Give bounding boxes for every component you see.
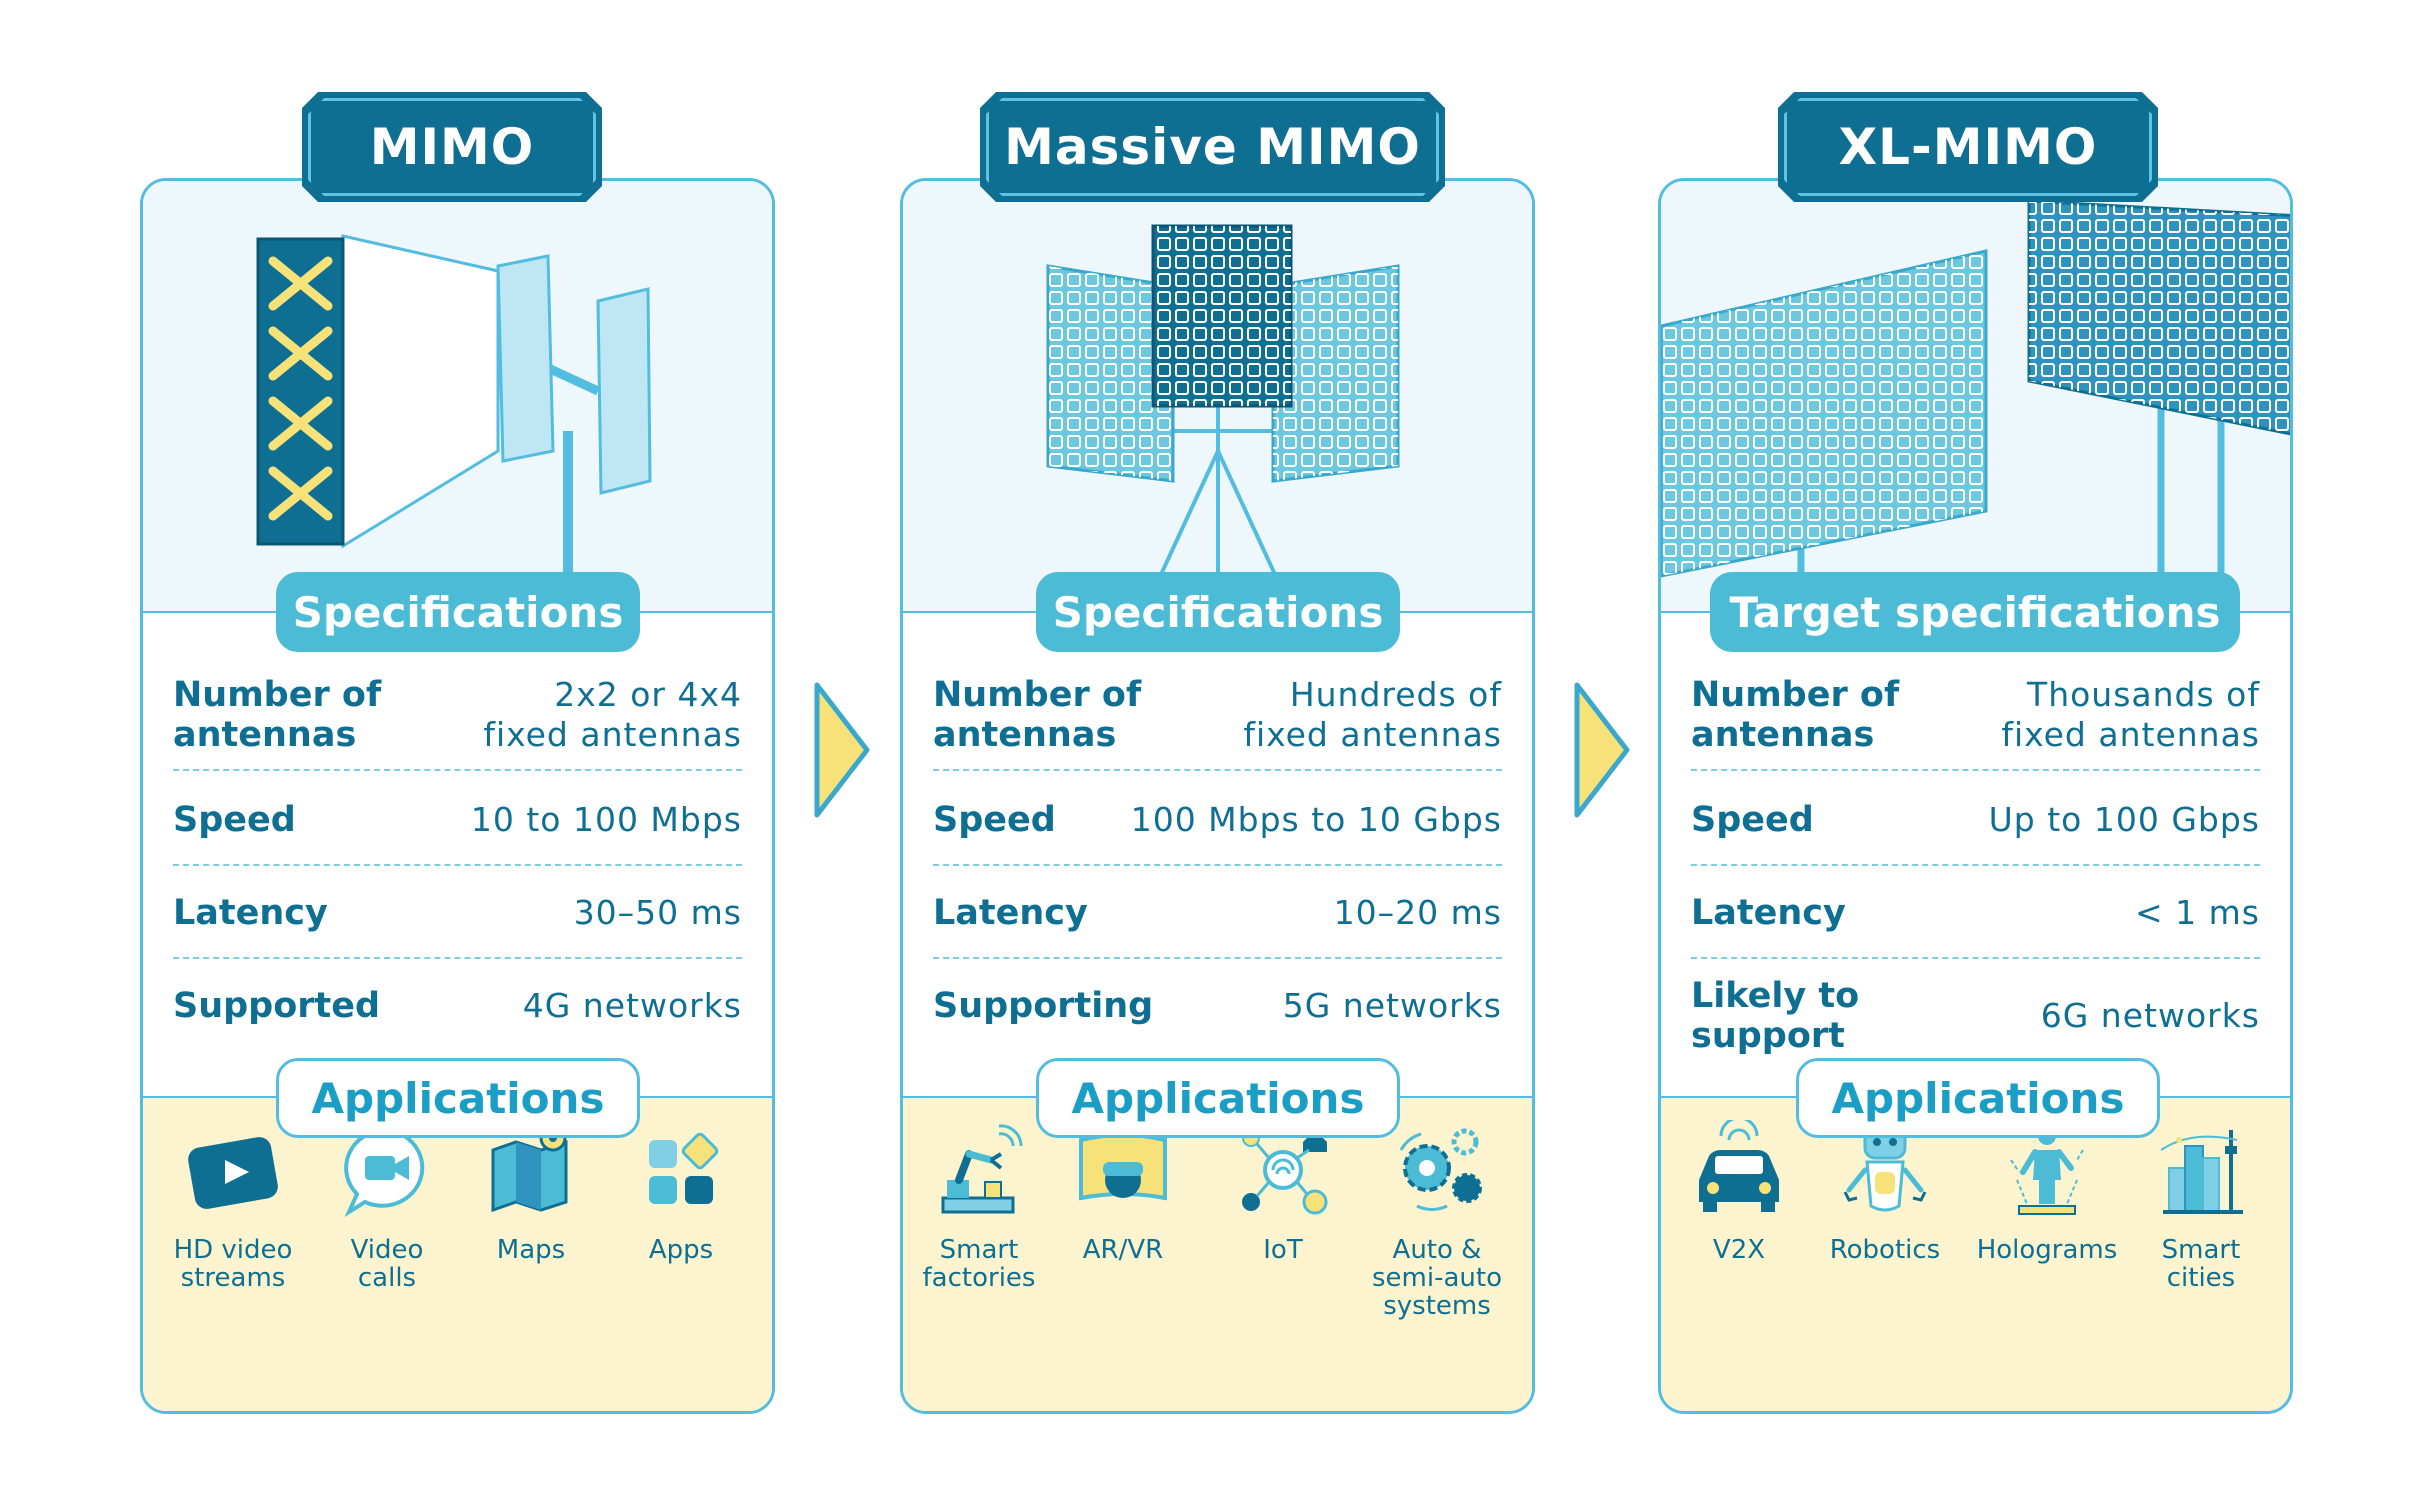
app-label: AR/VR bbox=[1082, 1235, 1164, 1265]
spec-row-antennas: Number of antennas Hundreds of fixed ant… bbox=[933, 661, 1502, 771]
app-smart-cities: Smart cities bbox=[2126, 1120, 2276, 1292]
mimo-illustration bbox=[143, 181, 772, 613]
robot-arm-icon bbox=[941, 1124, 1023, 1214]
spec-row-networks: Supporting 5G networks bbox=[933, 961, 1502, 1051]
gears-icon bbox=[1399, 1128, 1482, 1211]
massive-mimo-illustration bbox=[903, 181, 1532, 613]
app-smart-factories: Smart factories bbox=[904, 1120, 1054, 1292]
app-label: Smart cities bbox=[2161, 1235, 2241, 1293]
app-label: Apps bbox=[648, 1235, 714, 1265]
title-massive-mimo: Massive MIMO bbox=[980, 92, 1445, 202]
massive-mimo-antenna-illustration bbox=[1046, 224, 1400, 582]
app-hd-video: HD video streams bbox=[158, 1120, 308, 1292]
spec-label: Speed bbox=[1691, 800, 1814, 840]
app-header-xl-mimo: Applications bbox=[1796, 1058, 2160, 1138]
spec-label: Latency bbox=[933, 893, 1088, 933]
spec-value: Hundreds of fixed antennas bbox=[1243, 675, 1502, 754]
spec-value: 10 to 100 Mbps bbox=[470, 800, 742, 839]
app-video-calls: Video calls bbox=[312, 1120, 462, 1292]
spec-value: 5G networks bbox=[1282, 986, 1502, 1025]
hologram-icon bbox=[2010, 1127, 2084, 1215]
spec-row-antennas: Number of antennas Thousands of fixed an… bbox=[1691, 661, 2260, 771]
video-call-icon bbox=[344, 1127, 425, 1218]
spec-label: Latency bbox=[1691, 893, 1846, 933]
title-mimo: MIMO bbox=[302, 92, 602, 202]
spec-label: Speed bbox=[933, 800, 1056, 840]
spec-label: Speed bbox=[173, 800, 296, 840]
spec-value: 100 Mbps to 10 Gbps bbox=[1130, 800, 1502, 839]
app-v2x: V2X bbox=[1664, 1120, 1814, 1264]
app-maps: Maps bbox=[456, 1120, 606, 1264]
app-label: Maps bbox=[496, 1235, 566, 1265]
app-label: Smart factories bbox=[922, 1235, 1036, 1293]
iot-icon bbox=[1242, 1129, 1328, 1215]
chevron-right-icon bbox=[1574, 682, 1630, 818]
xl-mimo-illustration bbox=[1661, 181, 2290, 613]
app-label: Video calls bbox=[350, 1235, 424, 1293]
city-icon bbox=[2160, 1130, 2243, 1214]
spec-label: Number of antennas bbox=[173, 675, 382, 755]
spec-value: 30–50 ms bbox=[573, 893, 742, 932]
app-label: Holograms bbox=[1976, 1235, 2118, 1265]
spec-label: Supported bbox=[173, 986, 381, 1026]
spec-value: 4G networks bbox=[522, 986, 742, 1025]
spec-label: Latency bbox=[173, 893, 328, 933]
app-robotics: Robotics bbox=[1810, 1120, 1960, 1264]
app-apps: Apps bbox=[606, 1120, 756, 1264]
spec-row-speed: Speed 100 Mbps to 10 Gbps bbox=[933, 776, 1502, 866]
car-icon bbox=[1699, 1120, 1779, 1212]
video-stream-icon bbox=[188, 1137, 278, 1209]
app-holograms: Holograms bbox=[1972, 1120, 2122, 1264]
apps-icon bbox=[649, 1132, 719, 1204]
app-auto-systems: Auto & semi-auto systems bbox=[1362, 1120, 1512, 1320]
app-ar-vr: AR/VR bbox=[1048, 1120, 1198, 1264]
spec-value: 10–20 ms bbox=[1333, 893, 1502, 932]
app-label: IoT bbox=[1263, 1235, 1303, 1265]
spec-row-antennas: Number of antennas 2x2 or 4x4 fixed ante… bbox=[173, 661, 742, 771]
vr-headset-icon bbox=[1079, 1133, 1167, 1201]
xl-mimo-antenna-illustration bbox=[1661, 199, 2290, 613]
app-iot: IoT bbox=[1208, 1120, 1358, 1264]
spec-value: 6G networks bbox=[2040, 996, 2260, 1035]
spec-row-latency: Latency < 1 ms bbox=[1691, 869, 2260, 959]
spec-row-networks: Likely to support 6G networks bbox=[1691, 961, 2260, 1071]
spec-row-speed: Speed Up to 100 Gbps bbox=[1691, 776, 2260, 866]
chevron-right-icon bbox=[814, 682, 870, 818]
app-label: Robotics bbox=[1829, 1235, 1941, 1265]
spec-value: < 1 ms bbox=[2135, 893, 2260, 932]
mimo-antenna-illustration bbox=[256, 234, 652, 613]
spec-row-networks: Supported 4G networks bbox=[173, 961, 742, 1051]
spec-row-latency: Latency 10–20 ms bbox=[933, 869, 1502, 959]
spec-label: Supporting bbox=[933, 986, 1154, 1026]
app-header-mimo: Applications bbox=[276, 1058, 640, 1138]
app-label: V2X bbox=[1712, 1235, 1766, 1265]
app-label: HD video streams bbox=[173, 1235, 293, 1293]
title-xl-mimo: XL-MIMO bbox=[1778, 92, 2158, 202]
spec-header-mimo: Specifications bbox=[276, 572, 640, 652]
spec-value: Up to 100 Gbps bbox=[1988, 800, 2260, 839]
spec-header-massive-mimo: Specifications bbox=[1036, 572, 1400, 652]
app-label: Auto & semi-auto systems bbox=[1372, 1235, 1502, 1321]
spec-label: Number of antennas bbox=[933, 675, 1142, 755]
spec-value: Thousands of fixed antennas bbox=[2001, 675, 2260, 754]
spec-row-speed: Speed 10 to 100 Mbps bbox=[173, 776, 742, 866]
app-header-massive-mimo: Applications bbox=[1036, 1058, 1400, 1138]
spec-row-latency: Latency 30–50 ms bbox=[173, 869, 742, 959]
spec-label: Likely to support bbox=[1691, 976, 1860, 1056]
spec-header-xl-mimo: Target specifications bbox=[1710, 572, 2240, 652]
spec-value: 2x2 or 4x4 fixed antennas bbox=[483, 675, 742, 754]
spec-label: Number of antennas bbox=[1691, 675, 1900, 755]
